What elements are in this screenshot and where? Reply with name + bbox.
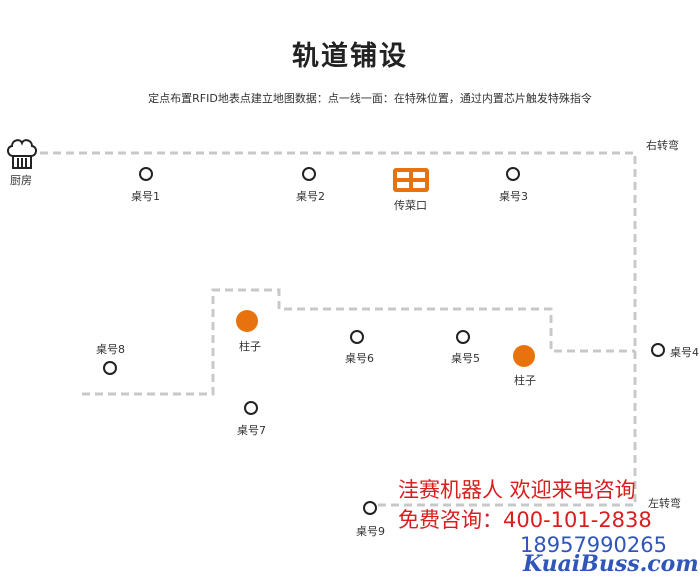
- track-inner-path: [82, 288, 635, 396]
- pillar-2-marker: [513, 345, 535, 367]
- promo-phone: 18957990265: [520, 533, 667, 557]
- table-8-label: 桌号8: [96, 343, 125, 356]
- table-3-marker: [506, 167, 520, 181]
- table-7-label: 桌号7: [237, 424, 266, 437]
- pillar-1-marker: [236, 310, 258, 332]
- serving-window-icon: [393, 168, 429, 192]
- table-2-label: 桌号2: [296, 190, 325, 203]
- table-2-marker: [302, 167, 316, 181]
- table-4-marker: [651, 343, 665, 357]
- kitchen-label: 厨房: [10, 174, 32, 187]
- table-6-label: 桌号6: [345, 352, 374, 365]
- serving-window-label: 传菜口: [394, 199, 427, 212]
- track-main-path: [40, 151, 637, 507]
- table-5-marker: [456, 330, 470, 344]
- turn-right-label: 右转弯: [646, 139, 679, 152]
- table-1-marker: [139, 167, 153, 181]
- table-1-label: 桌号1: [131, 190, 160, 203]
- promo-line-1: 洼赛机器人 欢迎来电咨询: [398, 478, 636, 502]
- table-6-marker: [350, 330, 364, 344]
- table-9-marker: [363, 501, 377, 515]
- promo-site-logo: KuaiBuss.com: [523, 551, 699, 577]
- pillar-1-label: 柱子: [239, 340, 261, 353]
- table-7-marker: [244, 401, 258, 415]
- page-subtitle: 定点布置RFID地表点建立地图数据：点一线一面：在特殊位置，通过内置芯片触发特殊…: [148, 92, 592, 105]
- pillar-2-label: 柱子: [514, 374, 536, 387]
- table-8-marker: [103, 361, 117, 375]
- table-9-label: 桌号9: [356, 525, 385, 538]
- kitchen-icon: [5, 136, 39, 172]
- table-5-label: 桌号5: [451, 352, 480, 365]
- promo-line-2: 免费咨询：400-101-2838: [398, 508, 652, 532]
- table-4-label: 桌号4: [670, 346, 699, 359]
- page-title: 轨道铺设: [292, 41, 408, 72]
- turn-left-label: 左转弯: [648, 497, 681, 510]
- table-3-label: 桌号3: [499, 190, 528, 203]
